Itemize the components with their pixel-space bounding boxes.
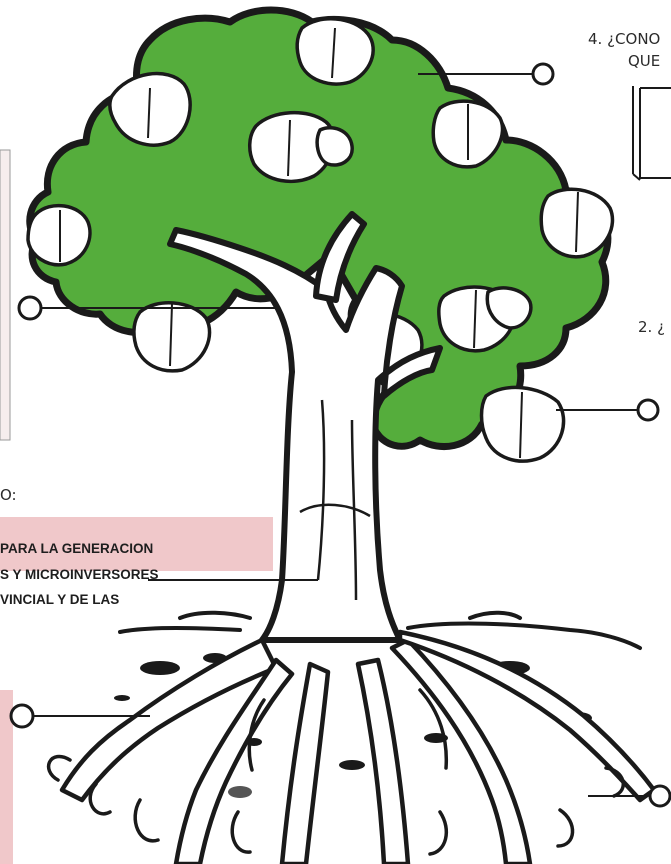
connector-circle-left: [19, 297, 41, 319]
connector-circle-q4: [533, 64, 553, 84]
answer-box-q4: [633, 86, 671, 180]
question-2-label: 2. ¿: [638, 318, 665, 336]
highlight-line-2: S Y MICROINVERSORES: [0, 568, 159, 582]
connector-circle-q2: [638, 400, 658, 420]
highlight-line-1: PARA LA GENERACION: [0, 542, 153, 556]
question-4-label: 4. ¿CONO: [588, 30, 660, 48]
connector-circle-lower-roots: [650, 786, 670, 806]
connector-circle-roots: [11, 705, 33, 727]
question-4-line2: QUE: [628, 52, 660, 70]
cut-label: O:: [0, 486, 17, 504]
highlight-line-3: VINCIAL Y DE LAS: [0, 593, 119, 607]
left-card-edge: [0, 150, 10, 440]
